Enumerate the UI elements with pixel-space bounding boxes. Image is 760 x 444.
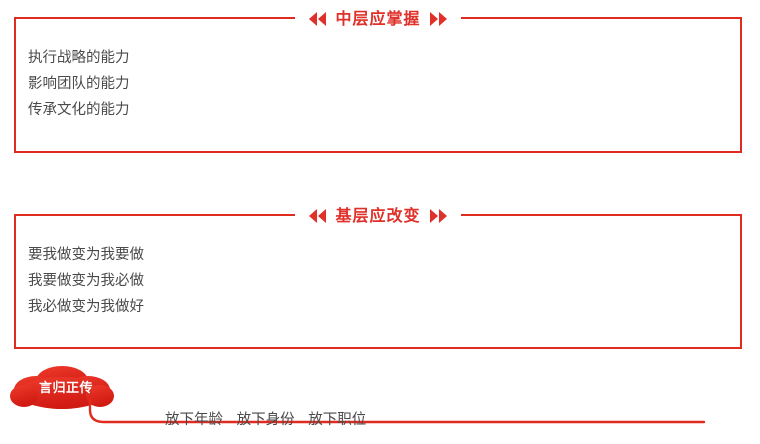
callout-connector-line — [88, 398, 706, 424]
callout-items: 放下年龄 放下身份 放下职位 — [165, 408, 366, 429]
cloud-shape-icon — [10, 366, 114, 409]
bottom-callout: 言归正传 — [0, 360, 760, 444]
callout-item: 放下年龄 — [165, 412, 223, 428]
callout-badge-label: 言归正传 — [38, 381, 93, 396]
body-line: 执行战略的能力 — [28, 50, 130, 66]
section-panel-base-level: 基层应改变 要我做变为我要做 我要做变为我必做 我必做变为我做好 — [14, 203, 742, 349]
callout-item: 放下职位 — [308, 412, 367, 428]
section-heading-middle-level: 中层应掌握 — [16, 6, 740, 32]
section-body-middle-level: 执行战略的能力 影响团队的能力 传承文化的能力 — [28, 45, 728, 123]
section-heading-base-level: 基层应改变 — [16, 203, 740, 229]
body-line: 影响团队的能力 — [28, 76, 130, 92]
body-line: 传承文化的能力 — [28, 102, 130, 118]
double-triangle-right-icon — [429, 209, 447, 223]
section-panel-middle-level: 中层应掌握 执行战略的能力 影响团队的能力 传承文化的能力 — [14, 6, 742, 153]
callout-graphic — [10, 366, 706, 424]
double-triangle-right-icon — [429, 12, 447, 26]
section-title-text: 基层应改变 — [335, 206, 421, 225]
callout-item: 放下身份 — [236, 412, 295, 428]
section-title-text: 中层应掌握 — [335, 9, 421, 28]
body-line: 要我做变为我要做 — [28, 247, 144, 263]
body-line: 我要做变为我必做 — [28, 273, 144, 289]
double-triangle-left-icon — [309, 209, 327, 223]
body-line: 我必做变为我做好 — [28, 299, 144, 315]
section-body-base-level: 要我做变为我要做 我要做变为我必做 我必做变为我做好 — [28, 242, 728, 320]
double-triangle-left-icon — [309, 12, 327, 26]
